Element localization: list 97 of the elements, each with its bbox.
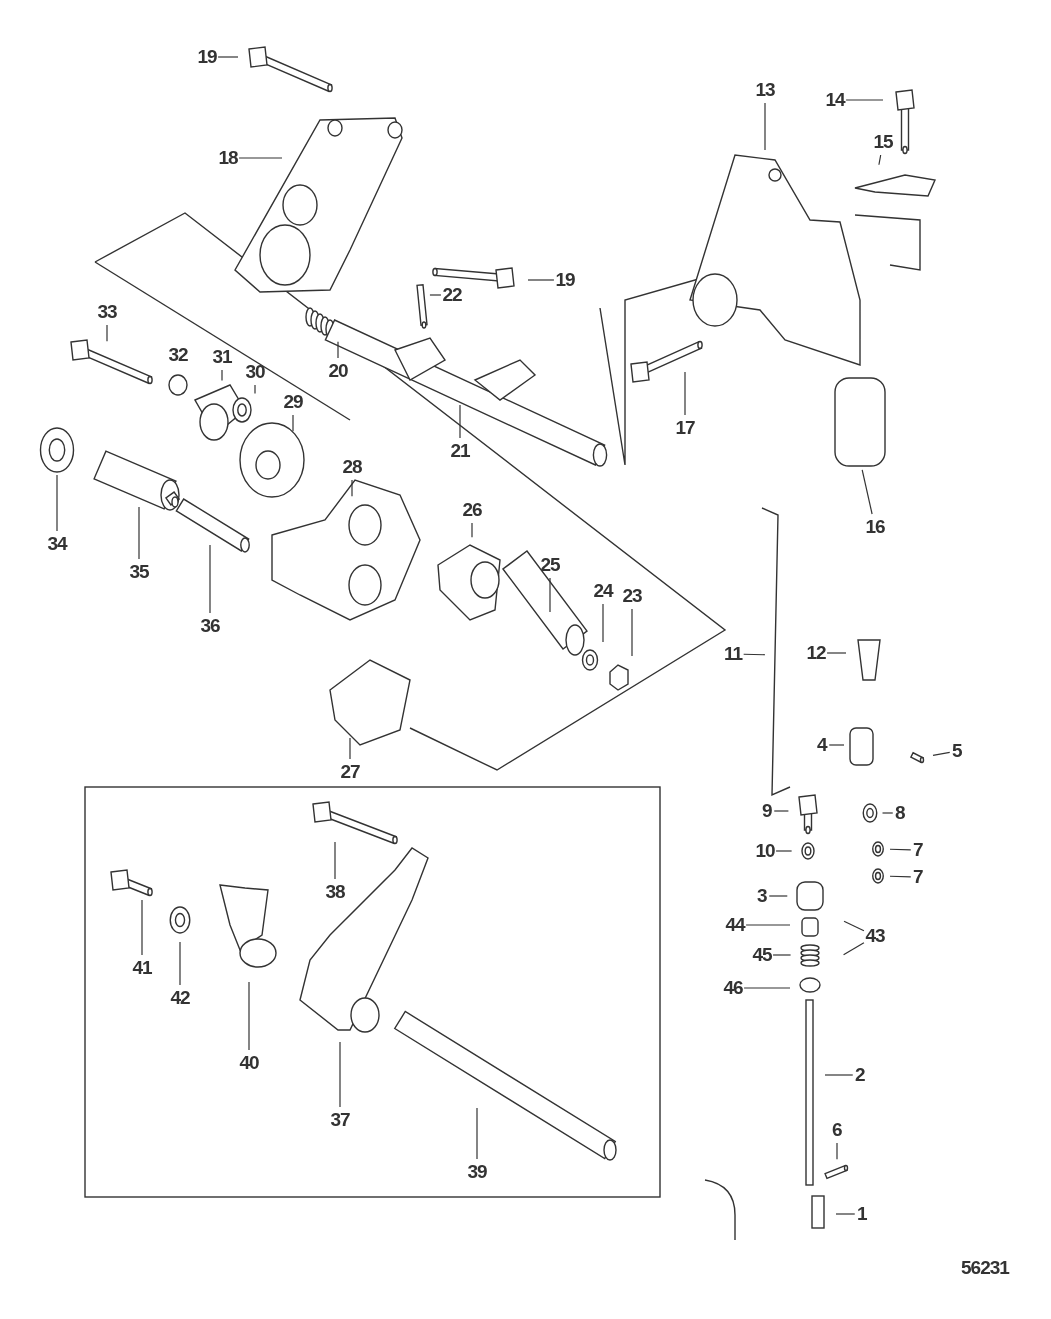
- leader-line: [602, 603, 604, 643]
- callout-number: 8: [895, 803, 905, 823]
- leader-line: [476, 1107, 478, 1160]
- callout-number: 21: [450, 441, 470, 461]
- leader-line: [768, 895, 788, 897]
- leader-line: [339, 1041, 341, 1108]
- leader-line: [217, 56, 239, 58]
- callout-number: 6: [832, 1120, 842, 1140]
- callout-number: 32: [168, 345, 188, 365]
- leader-line: [209, 544, 211, 614]
- callout-number: 29: [283, 392, 303, 412]
- leader-line: [238, 157, 283, 159]
- leader-line: [429, 294, 442, 296]
- leader-line: [828, 744, 845, 746]
- leader-line: [221, 369, 223, 381]
- callout-number: 10: [755, 841, 775, 861]
- leader-line: [56, 474, 58, 532]
- callout-number: 2: [855, 1065, 865, 1085]
- figure-number: 56231: [961, 1258, 1009, 1278]
- leader-line: [349, 737, 351, 760]
- leader-line: [351, 479, 353, 497]
- leader-line: [459, 404, 461, 439]
- leader-line: [842, 942, 865, 956]
- leader-line: [836, 1142, 838, 1160]
- callout-number: 44: [725, 915, 745, 935]
- callout-number: 7: [913, 840, 923, 860]
- callout-number: 36: [200, 616, 220, 636]
- callout-number: 34: [47, 534, 67, 554]
- leader-line: [631, 608, 633, 657]
- callout-number: 42: [170, 988, 190, 1008]
- callout-number: 15: [873, 132, 893, 152]
- leader-line: [889, 848, 912, 851]
- leader-line: [334, 841, 336, 880]
- leader-line: [745, 924, 791, 926]
- leader-line: [179, 941, 181, 986]
- leader-line: [889, 875, 912, 878]
- callout-number: 26: [462, 500, 482, 520]
- callout-number: 14: [825, 90, 845, 110]
- leader-line: [106, 324, 108, 342]
- callout-number: 28: [342, 457, 362, 477]
- leader-line: [684, 371, 686, 416]
- leader-line: [138, 506, 140, 560]
- callout-number: 18: [218, 148, 238, 168]
- leader-line: [527, 279, 555, 281]
- callout-number: 30: [245, 362, 265, 382]
- callout-number: 23: [622, 586, 642, 606]
- callout-number: 3: [757, 886, 767, 906]
- leader-line: [861, 469, 873, 515]
- callout-number: 11: [724, 644, 743, 664]
- leader-line: [773, 810, 789, 812]
- callout-number: 24: [593, 581, 613, 601]
- callout-number: 40: [239, 1053, 259, 1073]
- leader-line: [835, 1213, 856, 1215]
- callout-number: 19: [555, 270, 575, 290]
- callout-number: 35: [129, 562, 149, 582]
- callout-number: 16: [865, 517, 885, 537]
- callout-number: 43: [865, 926, 885, 946]
- leader-line: [254, 384, 256, 395]
- callout-number: 20: [328, 361, 348, 381]
- callout-number: 9: [762, 801, 772, 821]
- callout-number: 12: [806, 643, 826, 663]
- callout-number: 7: [913, 867, 923, 887]
- leader-line: [843, 920, 865, 932]
- callout-number: 46: [723, 978, 743, 998]
- callout-number: 22: [442, 285, 462, 305]
- leader-line: [743, 987, 791, 989]
- callout-number: 27: [340, 762, 360, 782]
- leader-line: [337, 341, 339, 359]
- callout-number: 45: [752, 945, 772, 965]
- leader-line: [141, 899, 143, 956]
- leader-line: [845, 99, 884, 101]
- leader-line: [248, 981, 250, 1051]
- leader-line: [743, 653, 766, 656]
- callout-number: 1: [857, 1204, 867, 1224]
- callout-number: 38: [325, 882, 345, 902]
- leader-line: [471, 522, 473, 538]
- callout-number: 17: [675, 418, 695, 438]
- callout-number: 31: [212, 347, 232, 367]
- leader-line: [932, 751, 951, 756]
- callout-number: 37: [330, 1110, 350, 1130]
- callout-number: 39: [467, 1162, 487, 1182]
- callout-number: 5: [952, 741, 962, 761]
- leader-line: [878, 154, 882, 166]
- leader-line: [764, 102, 766, 151]
- callout-number: 25: [540, 555, 560, 575]
- leader-line: [826, 652, 847, 654]
- callout-number: 13: [755, 80, 775, 100]
- leader-line: [775, 850, 793, 852]
- leader-line: [824, 1074, 854, 1076]
- callout-number: 19: [197, 47, 217, 67]
- callout-number: 33: [97, 302, 117, 322]
- leader-line: [292, 414, 294, 432]
- leader-line: [549, 577, 551, 613]
- leader-line: [881, 812, 894, 814]
- callout-number: 41: [132, 958, 152, 978]
- callout-number: 4: [817, 735, 827, 755]
- leader-line: [772, 954, 792, 956]
